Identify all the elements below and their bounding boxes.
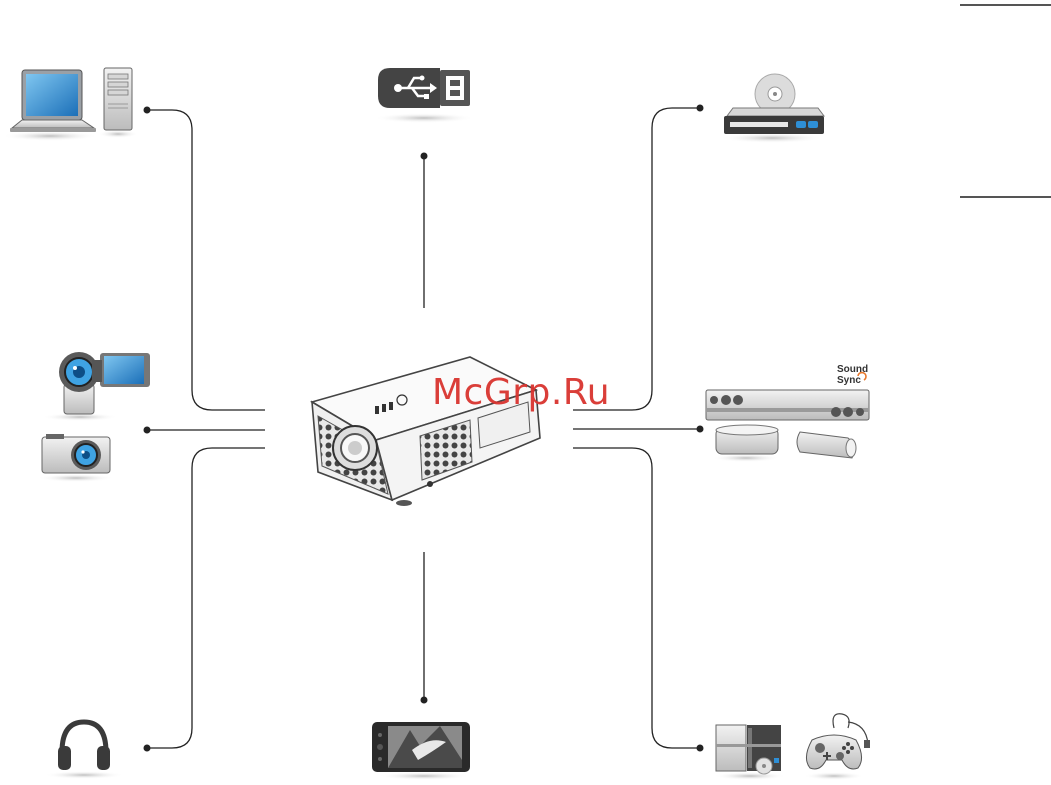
watermark-text: McGrp.Ru (432, 372, 610, 413)
gamepad-icon (804, 714, 870, 780)
digital-camera-icon (38, 434, 114, 482)
line-console (573, 448, 700, 748)
camcorder-icon (42, 352, 150, 421)
usb-drive-icon (374, 68, 474, 123)
sound-sync-line2: Sync (837, 375, 861, 386)
speaker-icon (712, 425, 856, 462)
desktop-tower-icon (98, 68, 138, 138)
line-dvd (573, 108, 700, 410)
soundbar-icon (706, 390, 869, 420)
line-headphones (147, 448, 265, 748)
page-margin-marks (960, 5, 1051, 197)
laptop-icon (2, 70, 98, 141)
sound-sync-badge: Sound Sync (837, 364, 868, 386)
smartphone-icon (372, 722, 470, 780)
line-computer (147, 110, 265, 410)
game-console-icon (714, 725, 786, 780)
dvd-player-icon (720, 74, 824, 143)
headphones-icon (44, 722, 124, 779)
